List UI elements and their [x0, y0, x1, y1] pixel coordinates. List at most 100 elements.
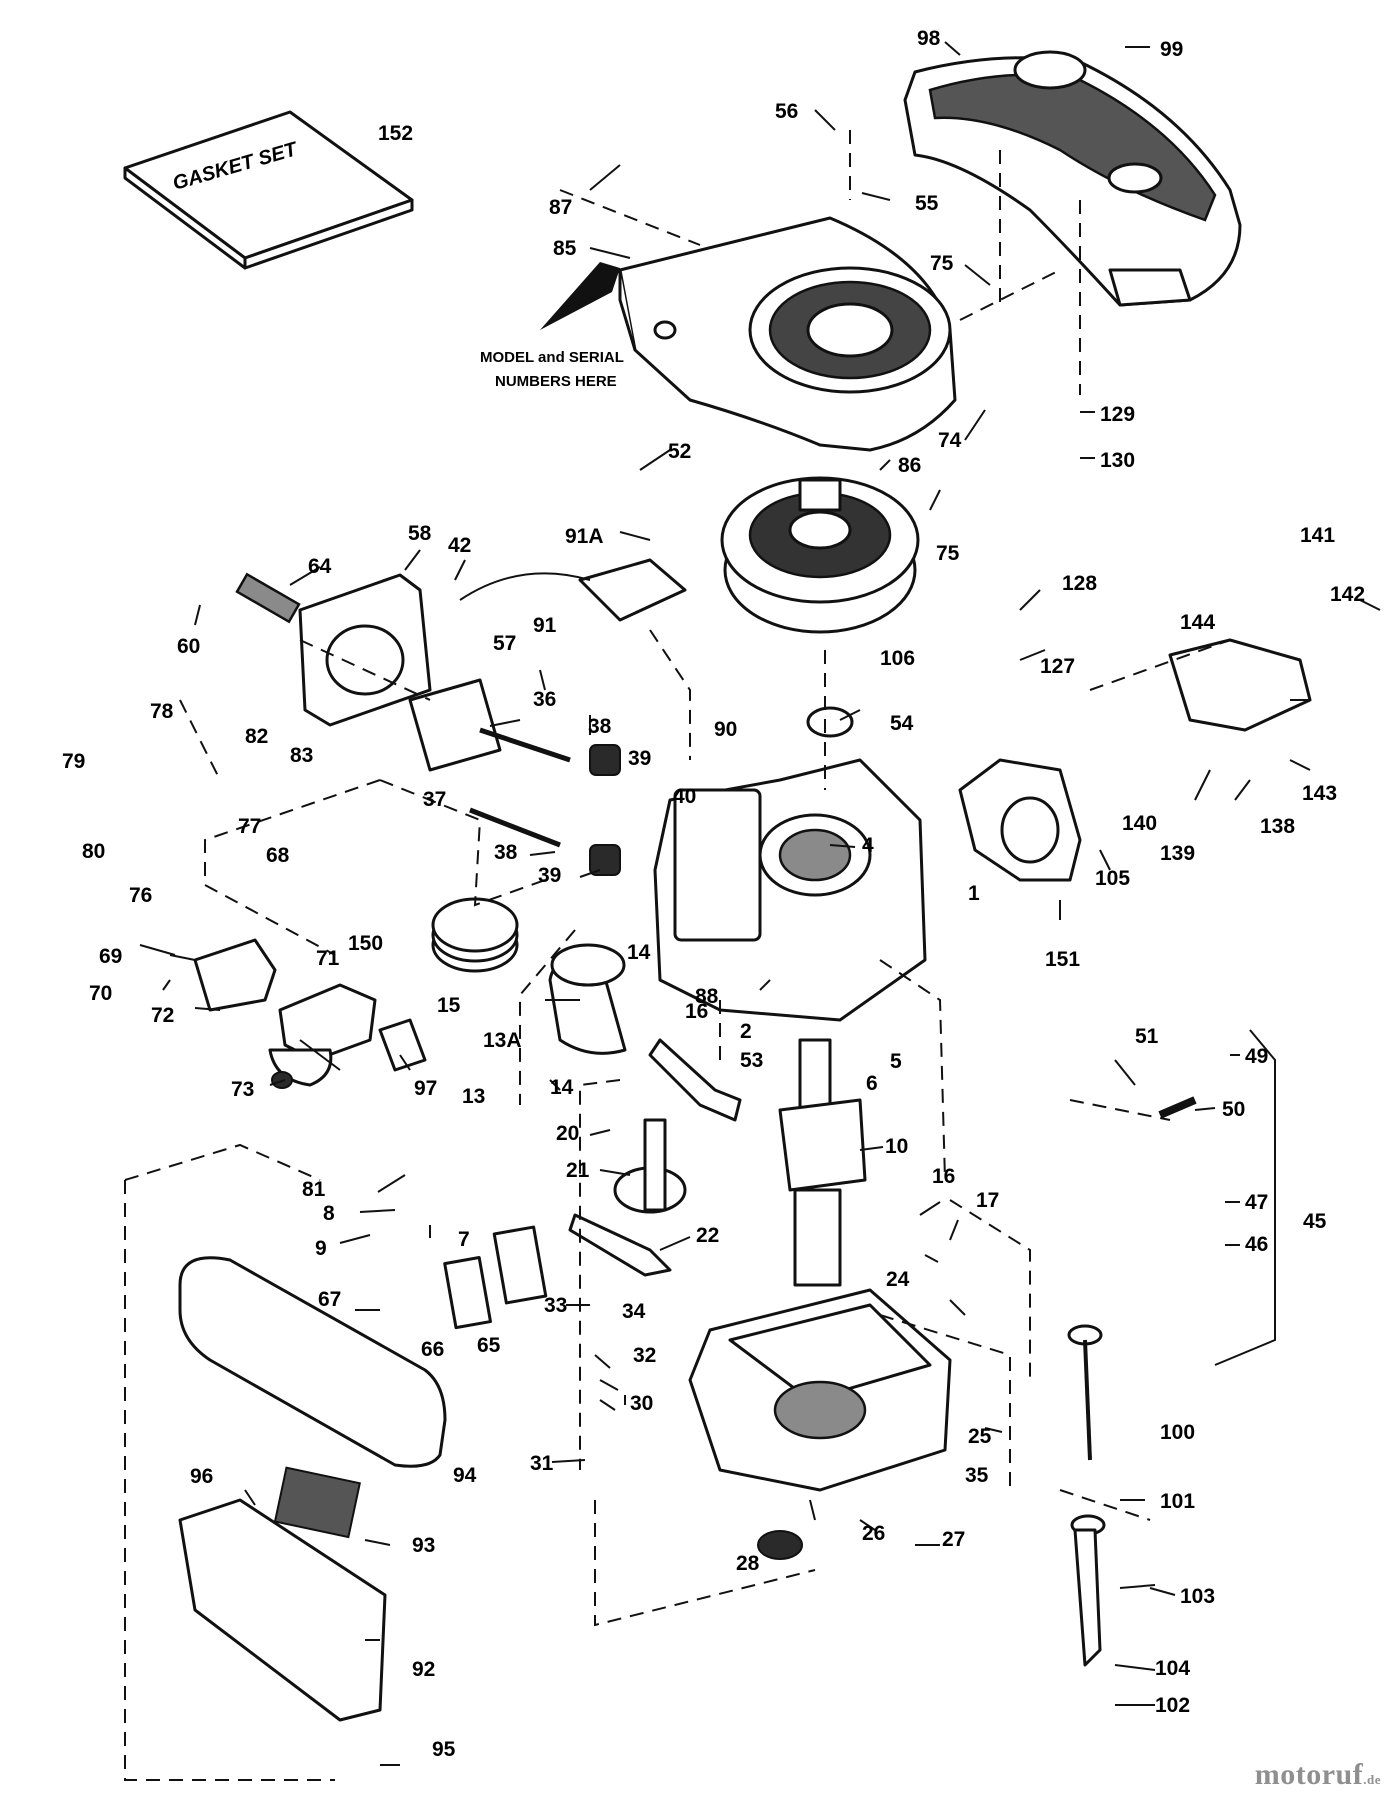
callout-28: 28: [736, 1552, 760, 1575]
blower-housing: [618, 216, 957, 452]
callout-139: 139: [1160, 842, 1195, 865]
callout-106: 106: [880, 647, 915, 670]
callout-58: 58: [408, 522, 432, 545]
callout-31: 31: [530, 1452, 554, 1475]
callout-37: 37: [423, 788, 446, 811]
callout-85: 85: [553, 237, 577, 260]
callout-4: 4: [862, 834, 874, 857]
callout-91: 91: [533, 614, 557, 637]
callout-69: 69: [99, 945, 122, 968]
callout-77: 77: [238, 815, 261, 838]
connecting-rod: [648, 1038, 742, 1122]
callout-79: 79: [62, 750, 85, 773]
callout-54: 54: [890, 712, 914, 735]
callout-14b: 14: [550, 1076, 574, 1099]
callout-52: 52: [668, 440, 691, 463]
callout-81: 81: [302, 1178, 326, 1201]
seal-54: [806, 706, 854, 738]
gasket-set-booklet: GASKET SET: [123, 110, 414, 270]
callout-72: 72: [151, 1004, 174, 1027]
callout-80: 80: [82, 840, 105, 863]
spark-plug: [235, 572, 301, 624]
ignition-armature: [459, 558, 687, 622]
watermark-logo: motoruf.de: [1255, 1758, 1381, 1792]
callout-64: 64: [308, 555, 332, 578]
model-serial-label-2: NUMBERS HERE: [495, 373, 617, 390]
callout-10: 10: [885, 1135, 908, 1158]
callout-127: 127: [1040, 655, 1075, 678]
callout-7: 7: [458, 1228, 470, 1251]
group-45-bracket: [1214, 1029, 1276, 1366]
callout-6: 6: [866, 1072, 878, 1095]
cylinder-head: [298, 573, 432, 727]
callout-46: 46: [1245, 1233, 1268, 1256]
sump-seal: [757, 1530, 803, 1560]
callout-39a: 39: [628, 747, 651, 770]
callout-96: 96: [190, 1465, 213, 1488]
callout-93: 93: [412, 1534, 435, 1557]
callout-32: 32: [633, 1344, 656, 1367]
callout-82: 82: [245, 725, 268, 748]
callout-129: 129: [1100, 403, 1135, 426]
leader-lines: [139, 41, 1381, 1766]
callout-141: 141: [1300, 524, 1335, 547]
callout-labels: 1 2 4 5 6 7 8 9 10 13 13A 14 14 15 16 16…: [62, 27, 1365, 1761]
callout-65: 65: [477, 1334, 501, 1357]
fuel-line: [1158, 1096, 1197, 1119]
callout-1: 1: [968, 882, 980, 905]
callout-68: 68: [266, 844, 290, 867]
callout-33: 33: [544, 1294, 567, 1317]
callout-67: 67: [318, 1288, 341, 1311]
head-gasket: [408, 678, 502, 772]
callout-5: 5: [890, 1050, 902, 1073]
callout-103: 103: [1180, 1585, 1215, 1608]
callout-102: 102: [1155, 1694, 1190, 1717]
callout-92: 92: [412, 1658, 435, 1681]
callout-95: 95: [432, 1738, 456, 1761]
callout-55: 55: [915, 192, 939, 215]
callout-15: 15: [437, 994, 461, 1017]
callout-13: 13: [462, 1085, 485, 1108]
callout-56: 56: [775, 100, 798, 123]
camshaft: [613, 1118, 687, 1214]
callout-53: 53: [740, 1049, 763, 1072]
callout-94: 94: [453, 1464, 477, 1487]
watermark-suffix: .de: [1363, 1772, 1381, 1787]
callout-40: 40: [673, 785, 696, 808]
engine-block: [653, 758, 927, 1022]
callout-75b: 75: [936, 542, 960, 565]
callout-138: 138: [1260, 815, 1295, 838]
callout-21: 21: [566, 1159, 590, 1182]
air-cleaner-base: [178, 1498, 387, 1722]
model-serial-arrow: [540, 262, 620, 330]
callout-47: 47: [1245, 1191, 1268, 1214]
callout-17: 17: [976, 1189, 999, 1212]
carb-gasket: [378, 1018, 427, 1072]
callout-16a: 16: [685, 1000, 708, 1023]
recoil-starter: [958, 758, 1082, 882]
piston-rings: [431, 897, 519, 973]
callout-151: 151: [1045, 948, 1080, 971]
gasket-66: [443, 1256, 492, 1330]
intake-elbow: [193, 938, 277, 1012]
crankshaft: [778, 1038, 867, 1287]
callout-49: 49: [1245, 1045, 1268, 1068]
callout-143: 143: [1302, 782, 1337, 805]
callout-70: 70: [89, 982, 112, 1005]
callout-104: 104: [1155, 1657, 1190, 1680]
callout-78: 78: [150, 700, 174, 723]
callout-130: 130: [1100, 449, 1135, 472]
callout-16b: 16: [932, 1165, 955, 1188]
gasket-65: [492, 1225, 548, 1305]
callout-71: 71: [316, 947, 340, 970]
callout-14a: 14: [627, 941, 651, 964]
model-serial-label-1: MODEL and SERIAL: [480, 349, 624, 366]
callout-34: 34: [622, 1300, 646, 1323]
air-cleaner-cover: [178, 1256, 447, 1468]
control-bracket: [1168, 638, 1312, 732]
callout-51: 51: [1135, 1025, 1159, 1048]
callout-66: 66: [421, 1338, 444, 1361]
callout-97: 97: [414, 1077, 437, 1100]
callout-88: 88: [695, 985, 719, 1008]
